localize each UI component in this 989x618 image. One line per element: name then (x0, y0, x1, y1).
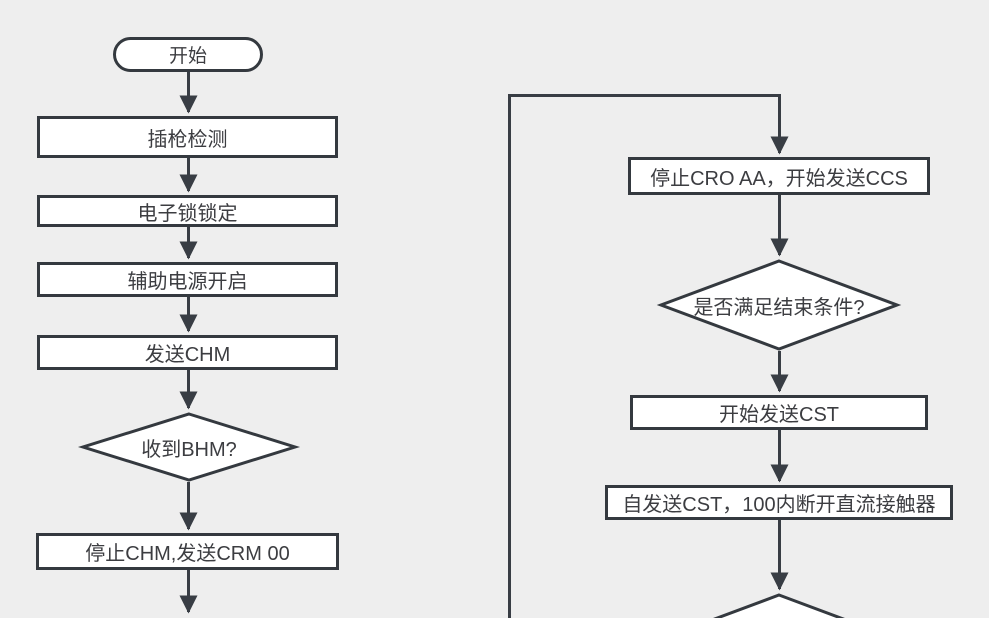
decision-bhm-received: 收到BHM? (77, 412, 301, 482)
step-stop-chm-send-crm00-label: 停止CHM,发送CRM 00 (85, 543, 290, 565)
step-aux-power-on: 辅助电源开启 (37, 262, 338, 297)
decision-end-condition: 是否满足结束条件? (656, 259, 902, 351)
connector-loop-to-ccs (508, 94, 789, 618)
step-send-chm-label: 发送CHM (144, 344, 231, 366)
start-node: 开始 (113, 37, 263, 72)
diamond-shape (713, 593, 845, 618)
step-plug-detection: 插枪检测 (37, 116, 338, 158)
step-start-send-cst: 开始发送CST (630, 395, 928, 430)
step-stop-chm-send-crm00: 停止CHM,发送CRM 00 (36, 533, 339, 570)
start-node-label: 开始 (168, 46, 207, 67)
decision-end-condition-label: 是否满足结束条件? (693, 296, 865, 319)
step-plug-detection-label: 插枪检测 (147, 128, 228, 151)
step-stop-cro-send-ccs: 停止CRO AA，开始发送CCS (628, 157, 930, 195)
decision-bhm-received-label: 收到BHM? (141, 438, 237, 461)
step-send-chm: 发送CHM (37, 335, 338, 370)
step-stop-cro-send-ccs-label: 停止CRO AA，开始发送CCS (650, 167, 908, 190)
diamond-shape (77, 412, 301, 482)
step-cst-open-dc-contactor: 自发送CST，100内断开直流接触器 (605, 485, 953, 520)
diamond-shape (656, 259, 902, 351)
step-cst-open-dc-contactor-label: 自发送CST，100内断开直流接触器 (622, 494, 936, 516)
step-aux-power-on-label: 辅助电源开启 (127, 271, 248, 293)
step-electronic-lock: 电子锁锁定 (37, 195, 338, 227)
step-start-send-cst-label: 开始发送CST (719, 404, 839, 426)
decision-bottom-partial (659, 593, 899, 618)
step-electronic-lock-label: 电子锁锁定 (137, 202, 238, 225)
